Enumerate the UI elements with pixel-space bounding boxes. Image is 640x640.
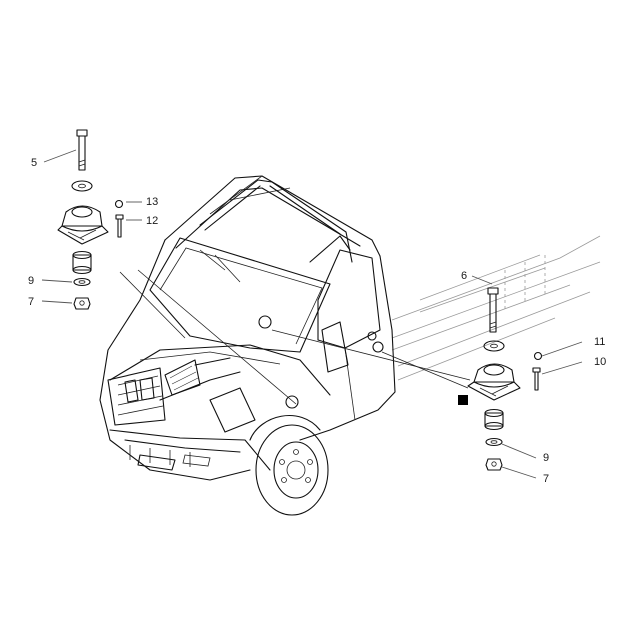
cab-mount-point-rear (372, 341, 384, 353)
right-clip-11 (533, 351, 543, 361)
cab-mount-point-front (258, 315, 272, 329)
front-wheel (255, 424, 329, 516)
left-bolt (76, 129, 88, 171)
cab-mount-point-upper (367, 331, 377, 341)
assembly-leader-lines (119, 269, 471, 405)
engine-bay-bracket (159, 357, 241, 401)
callout-right-clip: 11 (594, 336, 605, 348)
callout-left-bolt: 5 (31, 157, 37, 169)
right-washer-top (483, 340, 505, 352)
left-clip-13 (114, 199, 124, 209)
callout-labels: 5 13 12 9 7 6 11 10 9 7 (28, 157, 606, 485)
callout-right-screw: 10 (594, 356, 606, 368)
callout-right-nut: 7 (543, 473, 549, 485)
callout-right-bolt: 6 (461, 270, 467, 282)
truck-cab-illustration (99, 175, 396, 516)
callout-right-washer: 9 (543, 452, 549, 464)
left-mount-assembly (41, 129, 142, 310)
left-washer-top (71, 180, 93, 192)
left-spacer (72, 250, 92, 275)
left-rubber-mount (57, 205, 109, 245)
right-screw-10 (532, 367, 541, 391)
cab-mount-point-side (285, 395, 299, 409)
left-screw-12 (115, 214, 124, 238)
right-nut-7 (485, 458, 503, 471)
right-rubber-mount (467, 363, 521, 401)
right-spacer (484, 408, 504, 431)
callout-left-clip: 13 (146, 196, 158, 208)
callout-left-nut: 7 (28, 296, 34, 308)
right-bolt (487, 287, 499, 333)
right-mount-assembly (458, 275, 583, 479)
position-marker-square (458, 395, 468, 405)
callout-left-washer: 9 (28, 275, 34, 287)
callout-left-screw: 12 (146, 215, 158, 227)
left-nut-7 (73, 297, 91, 310)
right-washer-9 (485, 437, 503, 447)
left-washer-9 (73, 277, 91, 287)
